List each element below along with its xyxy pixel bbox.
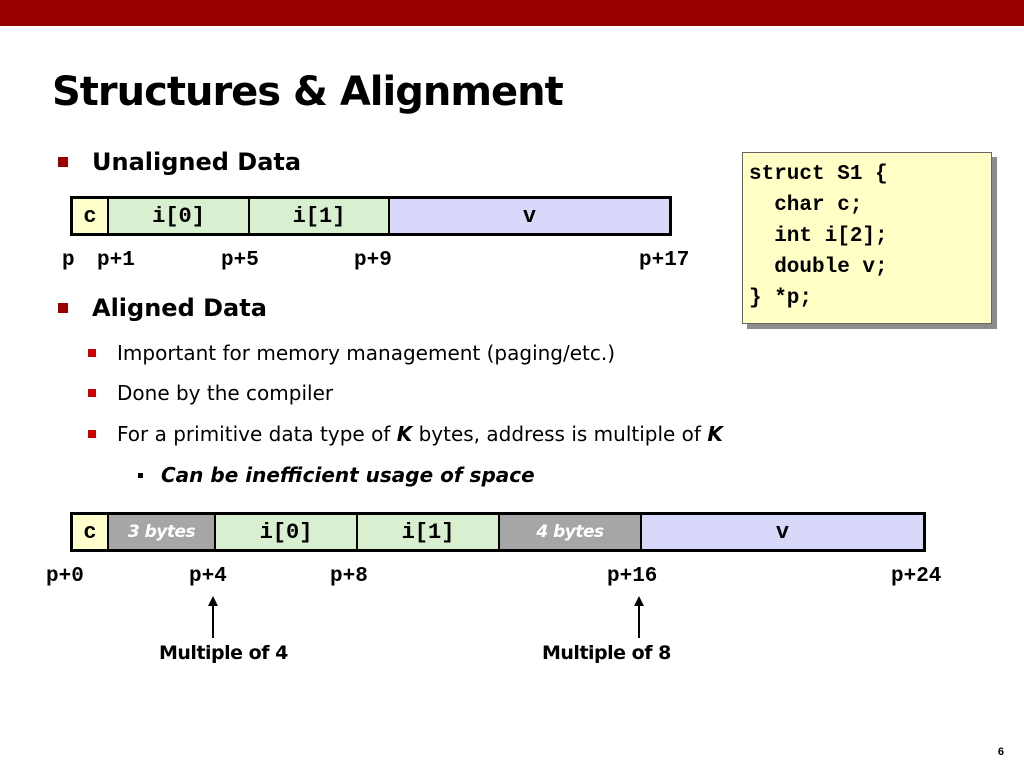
unaligned-address: p+17 (639, 249, 690, 272)
code-line: double v; (749, 256, 888, 279)
sub-bullet-memory: Important for memory management (paging/… (88, 338, 615, 368)
sub-bullet-square-icon (88, 430, 96, 438)
aligned-cell-i1: i[1] (358, 515, 500, 549)
sub-sub-bullet-text: Can be inefficient usage of space (161, 463, 535, 487)
aligned-address: p+0 (46, 565, 84, 588)
arrow-shaft (212, 604, 214, 638)
aligned-address: p+16 (607, 565, 658, 588)
aligned-cell-c: c (73, 515, 109, 549)
sub-bullet-primitive: For a primitive data type of K bytes, ad… (88, 419, 723, 449)
primitive-text-part: bytes, address is multiple of (412, 422, 708, 446)
code-line: char c; (749, 194, 863, 217)
unaligned-address: p+5 (221, 249, 259, 272)
unaligned-memory-layout: c i[0] i[1] v (70, 196, 672, 236)
bullet-square-icon (58, 157, 68, 167)
sub-bullet-memory-text: Important for memory management (paging/… (117, 341, 616, 365)
bullet-square-icon (58, 303, 68, 313)
unaligned-address: p+1 (97, 249, 135, 272)
bullet-unaligned-text: Unaligned Data (92, 148, 302, 176)
aligned-address: p+8 (330, 565, 368, 588)
sub-bullet-compiler: Done by the compiler (88, 378, 333, 408)
unaligned-cell-c: c (73, 199, 109, 233)
code-line: struct S1 { (749, 163, 888, 186)
sub-sub-bullet-square-icon (138, 472, 143, 478)
sub-bullet-square-icon (88, 389, 96, 397)
aligned-cell-padding-4: 4 bytes (500, 515, 642, 549)
primitive-text-part: For a primitive data type of (117, 422, 397, 446)
unaligned-address: p (62, 249, 75, 272)
multiple-of-8-label: Multiple of 8 (542, 642, 671, 664)
k-variable: K (707, 422, 723, 446)
bullet-unaligned: Unaligned Data (58, 146, 301, 178)
aligned-cell-i0: i[0] (216, 515, 358, 549)
top-bar (0, 0, 1024, 26)
bullet-aligned: Aligned Data (58, 292, 267, 324)
arrow-shaft (638, 604, 640, 638)
unaligned-cell-v: v (390, 199, 669, 233)
slide-title: Structures & Alignment (52, 69, 564, 115)
bullet-aligned-text: Aligned Data (92, 294, 267, 322)
page-number: 6 (997, 746, 1004, 758)
code-line: } *p; (749, 287, 813, 310)
struct-code-box: struct S1 { char c; int i[2]; double v; … (742, 152, 992, 324)
aligned-address: p+4 (189, 565, 227, 588)
aligned-address: p+24 (891, 565, 942, 588)
sub-sub-bullet-inefficient: Can be inefficient usage of space (138, 460, 535, 490)
unaligned-address: p+9 (354, 249, 392, 272)
arrow-up-icon (208, 596, 218, 606)
sub-bullet-square-icon (88, 349, 96, 357)
multiple-of-4-label: Multiple of 4 (159, 642, 288, 664)
unaligned-cell-i0: i[0] (109, 199, 250, 233)
aligned-cell-padding-3: 3 bytes (109, 515, 216, 549)
arrow-up-icon (634, 596, 644, 606)
code-line: int i[2]; (749, 225, 888, 248)
aligned-cell-v: v (642, 515, 923, 549)
aligned-memory-layout: c 3 bytes i[0] i[1] 4 bytes v (70, 512, 926, 552)
unaligned-cell-i1: i[1] (250, 199, 390, 233)
k-variable: K (396, 422, 413, 446)
sub-bullet-compiler-text: Done by the compiler (117, 381, 334, 405)
sub-bullet-primitive-text: For a primitive data type of K bytes, ad… (117, 422, 723, 446)
